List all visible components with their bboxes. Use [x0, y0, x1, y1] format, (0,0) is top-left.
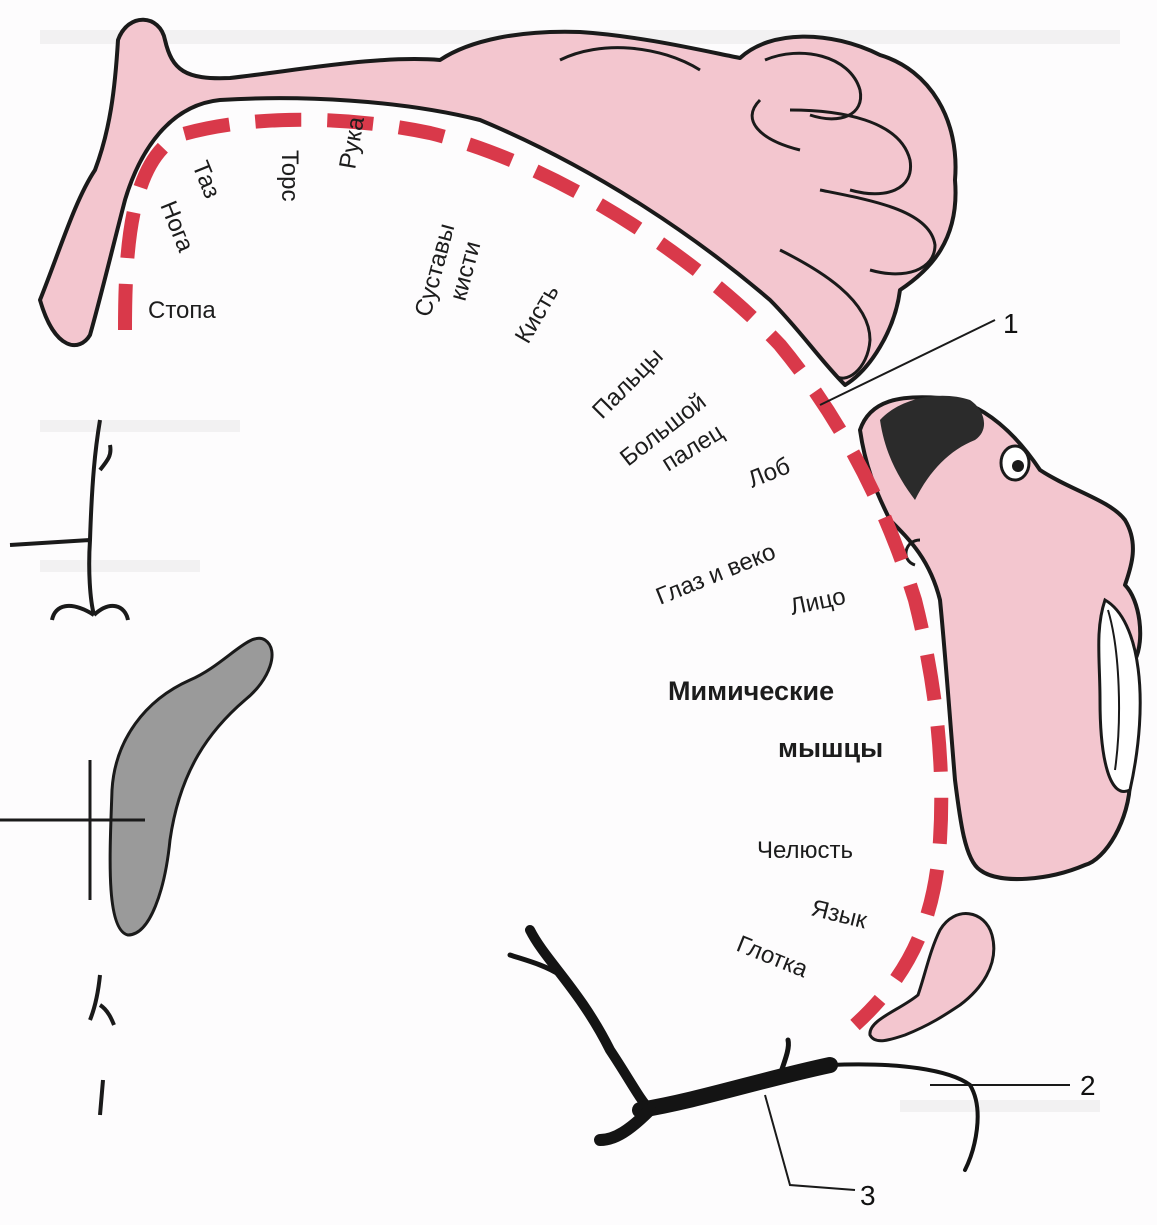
label-eye-eyelid: Глаз и веко [652, 538, 779, 610]
label-pharynx: Глотка [733, 931, 812, 984]
label-facial-muscles-2: мышцы [778, 733, 883, 763]
label-tongue: Язык [809, 895, 870, 935]
label-forehead: Лоб [744, 452, 794, 493]
gray-structure [110, 638, 272, 935]
label-foot: Стопа [148, 297, 216, 324]
marker-2: 2 [1080, 1070, 1096, 1101]
label-face: Лицо [788, 583, 848, 621]
marker-3: 3 [860, 1180, 876, 1211]
label-jaw: Челюсть [757, 837, 853, 864]
label-pelvis: Таз [186, 157, 225, 202]
label-facial-muscles-1: Мимические [668, 676, 834, 706]
label-fingers: Пальцы [587, 343, 668, 424]
label-hand: Кисть [510, 280, 565, 348]
marker-1: 1 [1003, 308, 1019, 339]
left-structures [0, 420, 272, 1115]
label-leg: Нога [154, 197, 199, 256]
tongue-shape [870, 914, 994, 1041]
label-torso: Торс [276, 150, 303, 201]
